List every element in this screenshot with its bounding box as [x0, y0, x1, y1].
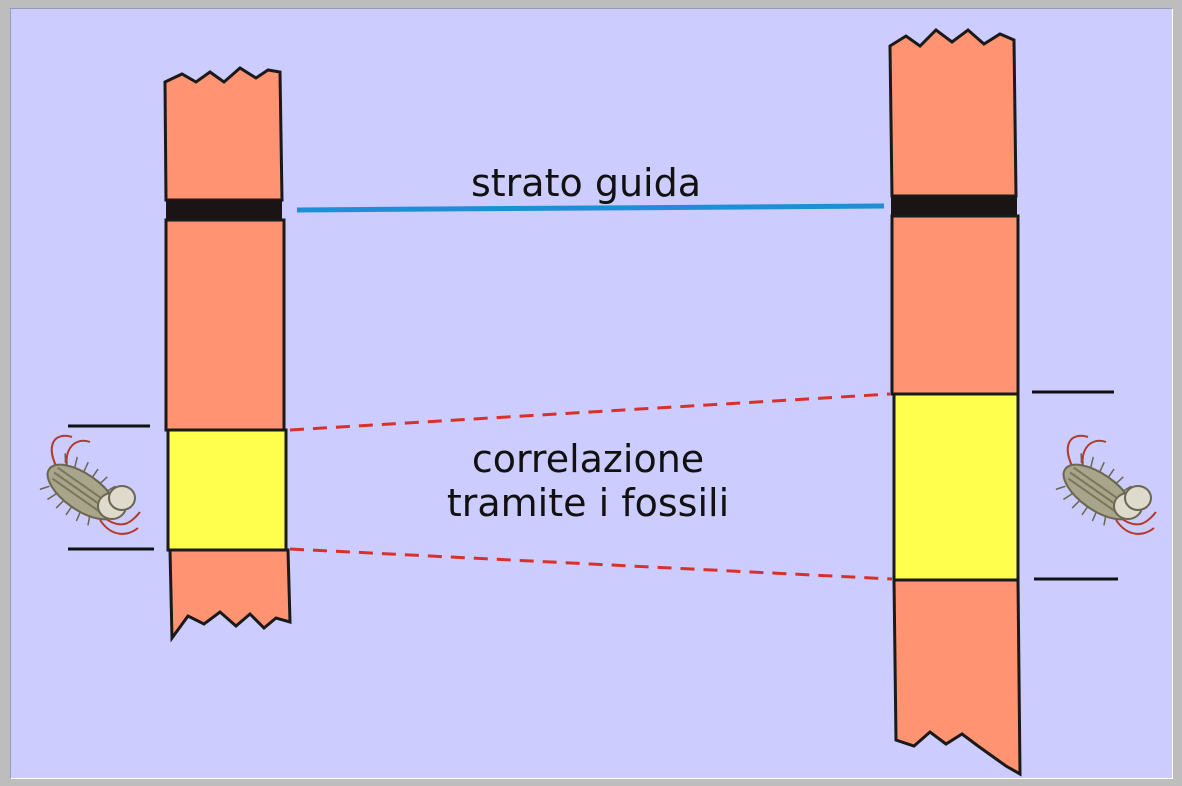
right-key-bed [891, 196, 1017, 216]
right-column [888, 28, 1157, 777]
key-bed-correlation-line [296, 203, 885, 213]
fossil-correlation-label-line1: correlazione [472, 437, 704, 481]
fossil-correlation-label-line2: tramite i fossili [447, 481, 729, 525]
trilobite-icon [32, 434, 141, 539]
right-fossil-zone [892, 392, 1020, 582]
right-column-rock-lower [892, 578, 1022, 777]
left-column [32, 66, 292, 643]
left-key-bed [166, 200, 282, 220]
left-column-rock-middle [164, 218, 286, 432]
left-column-rock-upper [163, 66, 284, 202]
left-column-rock-lower [168, 548, 292, 643]
right-column-rock-upper [888, 28, 1018, 198]
fossil-bottom-correlation-line [289, 547, 893, 581]
key-bed-label: strato guida [471, 161, 701, 205]
left-fossil-zone [166, 428, 288, 552]
right-column-rock-middle [890, 214, 1020, 396]
fossil-top-correlation-line [289, 392, 891, 432]
trilobite-icon [1048, 434, 1157, 539]
